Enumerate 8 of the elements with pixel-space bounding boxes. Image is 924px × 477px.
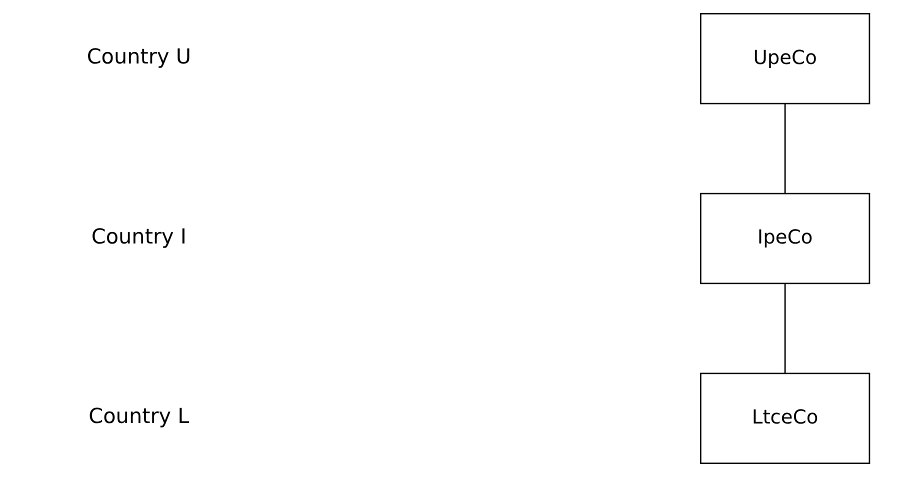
label: Country L	[88, 404, 190, 428]
node-box: IpeCo	[700, 192, 870, 284]
label: Country I	[91, 224, 187, 248]
node-box: LtceCo	[700, 372, 870, 464]
node-box: UpeCo	[700, 12, 870, 104]
connector	[784, 284, 786, 374]
connector	[784, 104, 786, 194]
label: Country U	[86, 44, 192, 68]
